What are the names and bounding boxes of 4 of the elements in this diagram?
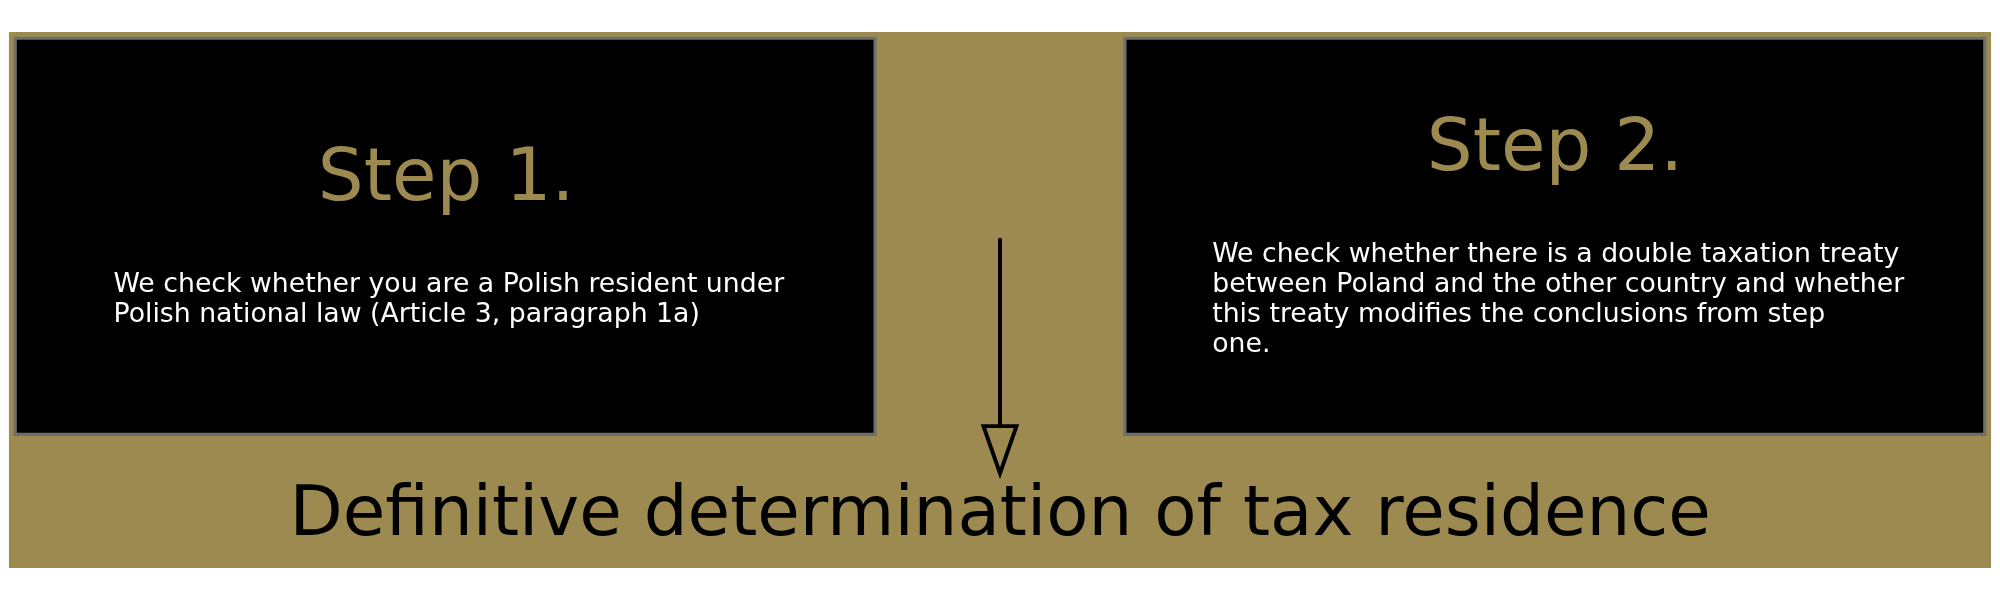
- node-box: Step 1. We check whether you are a Polish resident under Polish national law (Article 3, paragraph 1a): [13, 36, 877, 436]
- node-box: Step 2. We check whether there is a double taxation treaty between Poland and the other country and whether this treaty modifies the conclusions from step one.: [1123, 36, 1987, 436]
- arrow: [980, 238, 1020, 480]
- node-text: Definitive determination of tax residence: [289, 471, 1711, 552]
